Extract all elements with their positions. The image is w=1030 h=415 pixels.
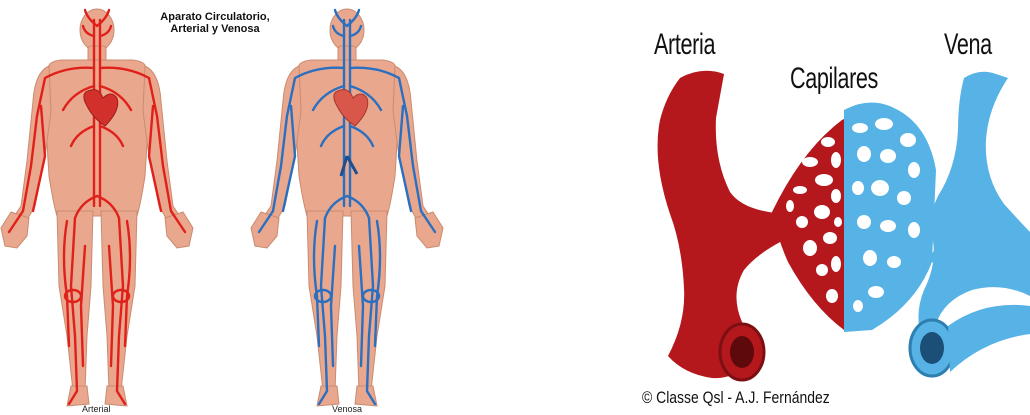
circulatory-system-panel: Aparato Circulatorio, Arterial y Venosa … (0, 0, 470, 415)
title-line-2: Arterial y Venosa (140, 23, 290, 35)
venous-caption: Venosa (332, 404, 362, 414)
capillaries-label: Capilares (790, 62, 878, 96)
artery-label: Arteria (654, 28, 715, 62)
copyright-credit: © Classe Qsl - A.J. Fernández (642, 388, 830, 408)
human-figures-illustration (0, 0, 470, 415)
arterial-caption: Arterial (82, 404, 111, 414)
venous-figure (251, 9, 443, 406)
vein-shape (918, 72, 1030, 340)
arterial-figure (1, 9, 193, 406)
vein-label: Vena (944, 28, 992, 62)
diagram-title: Aparato Circulatorio, Arterial y Venosa (140, 11, 290, 35)
capillary-diagram-panel: Arteria Capilares Vena © Classe Qsl - A.… (632, 0, 1030, 415)
title-line-1: Aparato Circulatorio, (140, 11, 290, 23)
